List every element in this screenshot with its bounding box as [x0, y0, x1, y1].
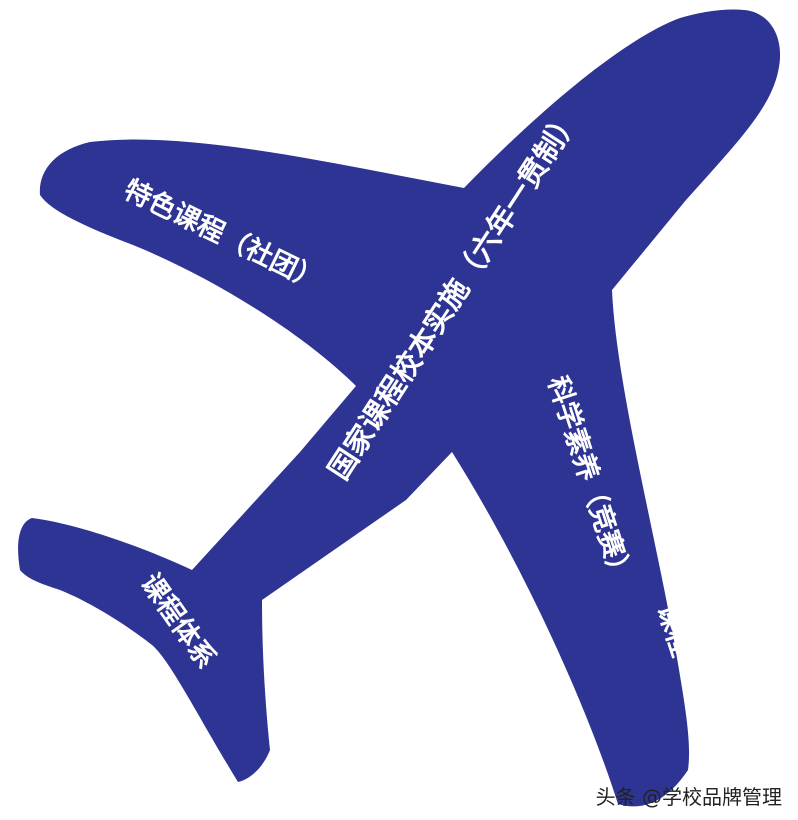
- watermark-text: 头条 @学校品牌管理: [595, 785, 782, 809]
- airplane-silhouette: [18, 9, 781, 807]
